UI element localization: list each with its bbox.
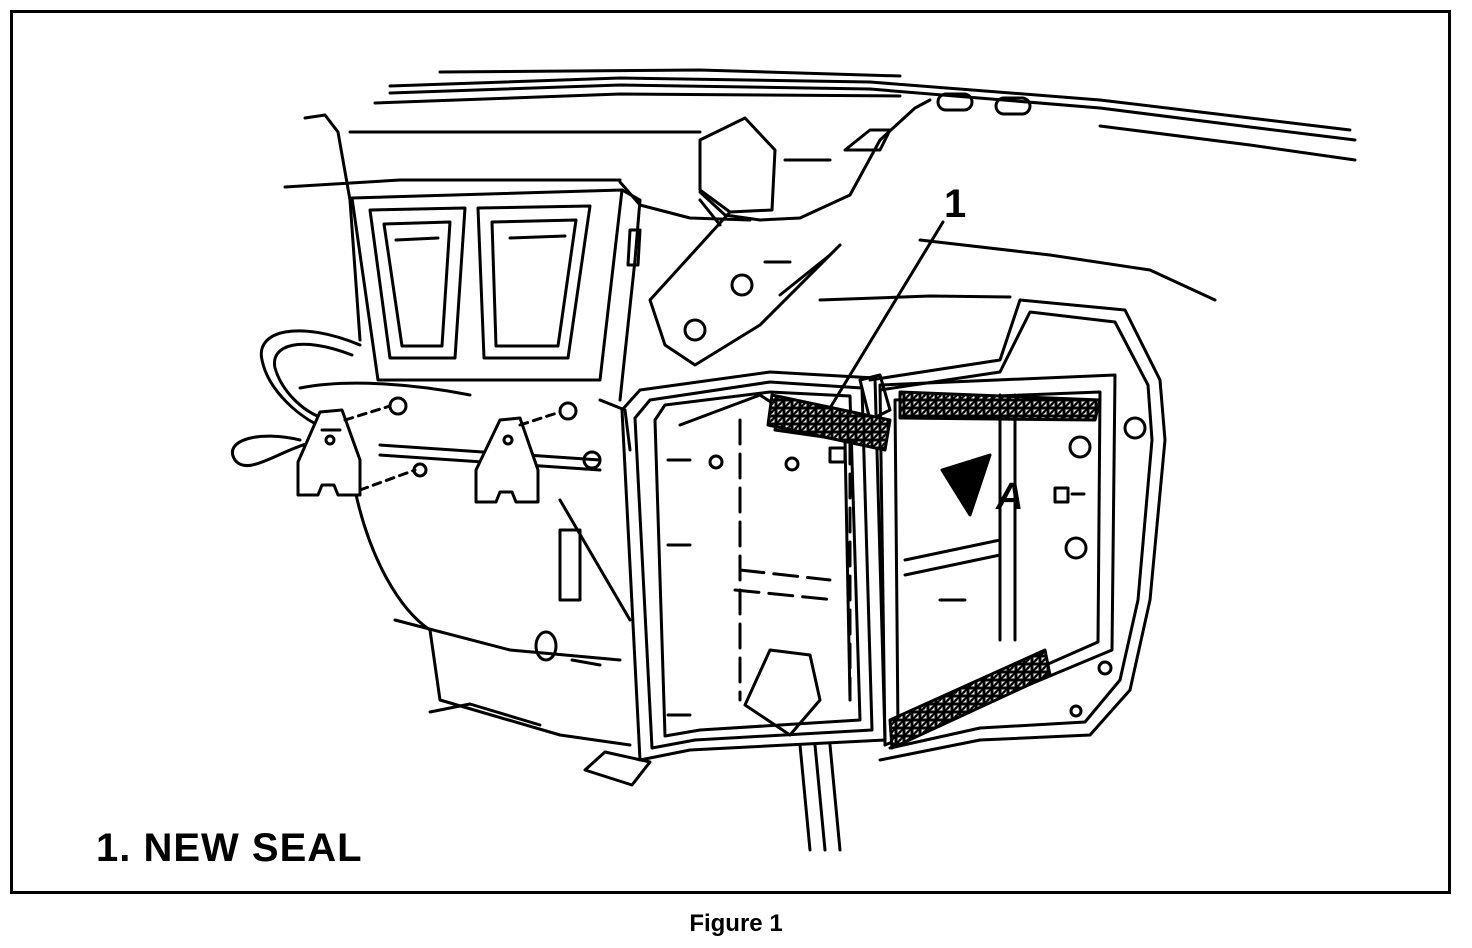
fastener-holes xyxy=(343,396,602,492)
callout-number-1: 1 xyxy=(944,182,967,226)
seal-frame xyxy=(620,370,887,852)
filter-housing xyxy=(858,298,1167,762)
mounting-bracket xyxy=(618,98,932,367)
dashboard-top xyxy=(373,68,1357,162)
upper-panel xyxy=(283,113,1217,342)
figure-legend: 1. NEW SEAL xyxy=(96,826,363,870)
callout-leader-line xyxy=(828,220,945,410)
mounting-clip-left xyxy=(296,408,362,497)
view-arrow-a xyxy=(940,453,992,517)
figure-caption: Figure 1 xyxy=(689,910,783,937)
lower-housing xyxy=(353,398,652,787)
view-label-a: A xyxy=(996,476,1024,518)
new-seal-strip-bottom xyxy=(888,648,1052,750)
vent-outlets xyxy=(350,188,642,402)
mounting-clip-right xyxy=(474,416,540,504)
new-seal-strip-top xyxy=(766,390,1102,452)
wire-harness xyxy=(231,329,602,472)
